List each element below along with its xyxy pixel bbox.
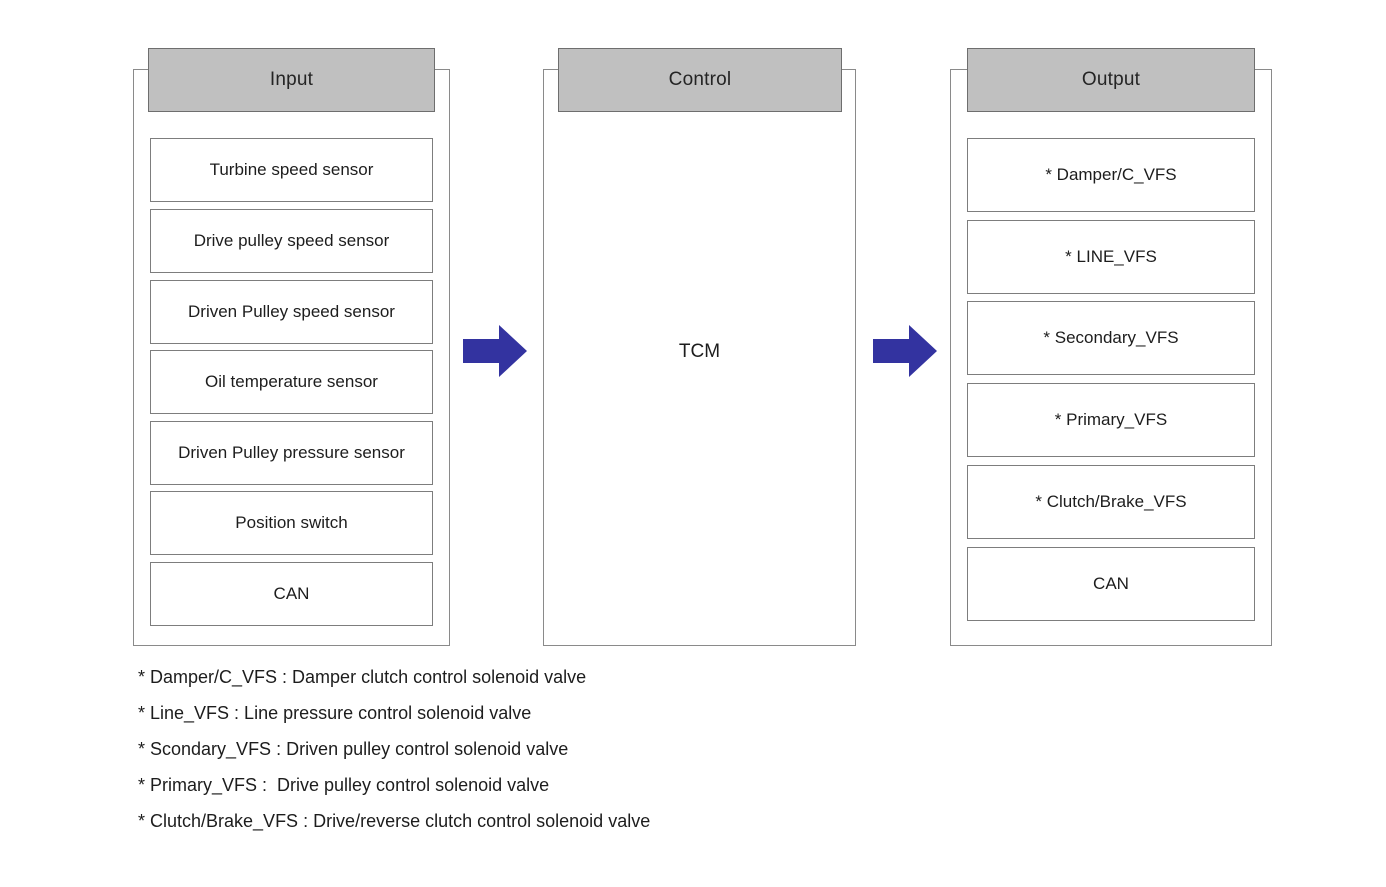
legend-item: * Clutch/Brake_VFS : Drive/reverse clutc… (138, 811, 651, 831)
input-header-label: Input (269, 69, 314, 90)
output-item-label: CAN (1093, 573, 1129, 593)
input-item-driven-pulley-speed-sensor[interactable]: Driven Pulley speed sensor (150, 280, 433, 344)
output-item-label: * Clutch/Brake_VFS (1035, 491, 1187, 511)
control-header-label: Control (668, 69, 732, 90)
input-item-label: Position switch (235, 512, 348, 532)
control-column-header: Control (558, 48, 842, 112)
output-item-line-vfs[interactable]: * LINE_VFS (967, 220, 1255, 294)
output-item-primary-vfs[interactable]: * Primary_VFS (967, 383, 1255, 457)
legend-item: * Scondary_VFS : Driven pulley control s… (138, 739, 569, 759)
legend-item: * Line_VFS : Line pressure control solen… (138, 703, 532, 723)
output-column-header: Output (967, 48, 1255, 112)
output-item-label: * LINE_VFS (1065, 246, 1157, 266)
output-item-label: * Damper/C_VFS (1045, 164, 1177, 184)
input-item-turbine-speed-sensor[interactable]: Turbine speed sensor (150, 138, 433, 202)
output-item-clutch-brake-vfs[interactable]: * Clutch/Brake_VFS (967, 465, 1255, 539)
input-item-label: Drive pulley speed sensor (193, 230, 390, 250)
output-item-secondary-vfs[interactable]: * Secondary_VFS (967, 301, 1255, 375)
input-item-label: Oil temperature sensor (205, 371, 378, 391)
input-item-label: CAN (273, 583, 310, 603)
input-item-label: Driven Pulley speed sensor (188, 301, 395, 321)
legend: * Damper/C_VFS : Damper clutch control s… (138, 668, 1038, 848)
legend-item: * Primary_VFS : Drive pulley control sol… (138, 775, 550, 795)
arrow-input-to-control (463, 325, 527, 377)
input-column-header: Input (148, 48, 435, 112)
output-item-label: * Secondary_VFS (1043, 327, 1179, 347)
tcm-label: TCM (678, 341, 721, 362)
input-item-can[interactable]: CAN (150, 562, 433, 626)
input-item-oil-temperature-sensor[interactable]: Oil temperature sensor (150, 350, 433, 414)
input-item-drive-pulley-speed-sensor[interactable]: Drive pulley speed sensor (150, 209, 433, 273)
legend-item: * Damper/C_VFS : Damper clutch control s… (138, 667, 587, 687)
output-item-damper-c-vfs[interactable]: * Damper/C_VFS (967, 138, 1255, 212)
input-item-driven-pulley-pressure-sensor[interactable]: Driven Pulley pressure sensor (150, 421, 433, 485)
arrow-control-to-output (873, 325, 937, 377)
input-item-label: Turbine speed sensor (209, 159, 374, 179)
input-item-label: Driven Pulley pressure sensor (178, 442, 405, 462)
output-header-label: Output (1081, 69, 1141, 90)
output-item-label: * Primary_VFS (1054, 409, 1168, 429)
control-center-label: TCM (543, 330, 856, 374)
output-item-can[interactable]: CAN (967, 547, 1255, 621)
input-item-position-switch[interactable]: Position switch (150, 491, 433, 555)
